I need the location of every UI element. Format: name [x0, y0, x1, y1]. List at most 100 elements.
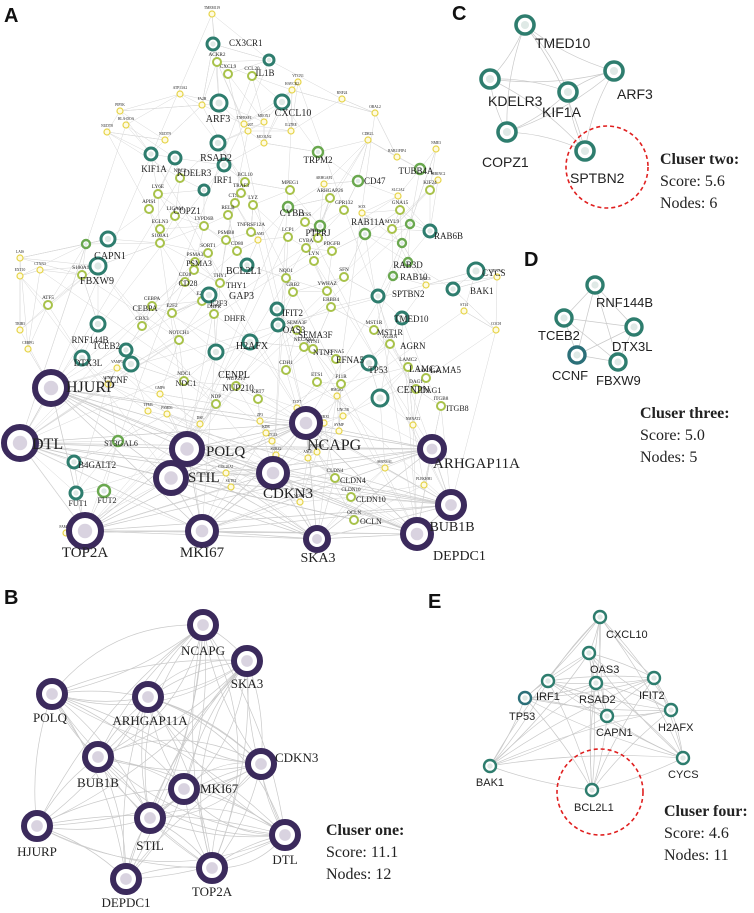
edge: [489, 680, 549, 767]
edge: [179, 142, 219, 179]
edge: [186, 448, 301, 503]
label-oas3: OAS3: [590, 664, 619, 676]
edge: [251, 75, 265, 123]
node-f11r: [336, 379, 346, 389]
edge: [350, 484, 425, 498]
edge: [316, 451, 355, 521]
edge: [97, 756, 286, 836]
node-vamp5: [113, 364, 121, 372]
label-sdc3: SDC3: [422, 277, 431, 281]
node-cenpn: [370, 388, 390, 408]
label-cd47: CD47: [364, 176, 386, 186]
node-pip5k: [116, 107, 124, 115]
label-rab3d: RAB3D: [393, 260, 423, 270]
edge: [401, 242, 427, 286]
label-sute2: SUTE2: [226, 479, 237, 483]
edge: [364, 233, 409, 263]
node-lais: [16, 254, 24, 262]
label-ntn1: NTN1: [306, 339, 320, 345]
node-thy1: [215, 278, 225, 288]
node-ext10: [16, 272, 24, 280]
edge: [547, 680, 672, 711]
label-krt7: KRT7: [252, 389, 265, 395]
edge: [401, 317, 427, 379]
label-cycs: CYCS: [668, 769, 699, 781]
edge: [125, 763, 262, 880]
node-arhgap11a: [417, 434, 447, 464]
edge: [268, 59, 343, 100]
edge: [186, 206, 289, 450]
edge: [285, 236, 289, 279]
node-ackr2: [212, 57, 222, 67]
edge: [159, 393, 217, 405]
edge: [547, 675, 655, 682]
label-lyz: LYZ: [248, 195, 258, 201]
node-ifit2: [646, 670, 662, 686]
edge: [149, 660, 248, 819]
node-rab11fip4: [393, 153, 401, 161]
label-vtcn1: VTCN1: [292, 74, 304, 78]
edge: [336, 395, 340, 432]
edge: [19, 195, 399, 444]
edge: [407, 366, 414, 426]
edge: [179, 93, 219, 144]
node-rab3d: [402, 256, 414, 268]
edge: [425, 276, 498, 286]
panel-d-letter: D: [524, 249, 538, 271]
edge: [19, 442, 274, 474]
edge: [106, 131, 166, 141]
label-sptbn2: SPTBN2: [570, 170, 625, 186]
label-cxcl10: CXCL10: [606, 629, 648, 641]
node-dtl: [1, 424, 39, 462]
label-psma3: PSMA3: [186, 259, 212, 268]
edge: [323, 422, 336, 479]
edge: [159, 225, 205, 230]
node-s100a1: [155, 238, 165, 248]
edge: [203, 225, 238, 252]
label-copz1: COPZ1: [173, 206, 201, 216]
edge: [51, 693, 286, 836]
edge: [506, 131, 586, 152]
node-ncapg: [187, 609, 219, 641]
edge: [119, 93, 181, 112]
edge: [591, 757, 684, 791]
node-sort1: [203, 248, 213, 258]
edge: [425, 329, 497, 379]
edge: [312, 348, 418, 535]
label-coch: COCH: [491, 322, 501, 326]
edge: [170, 343, 391, 479]
node-cdkn3: [256, 456, 290, 490]
edge: [489, 765, 593, 791]
edge: [144, 624, 204, 819]
edge: [292, 276, 345, 293]
edge: [299, 451, 318, 503]
label-il27re: IL27RE: [285, 123, 297, 127]
label-cd28: CD28: [179, 272, 192, 278]
label-lcp1: LCP1: [282, 227, 295, 233]
node-h2afx: [663, 702, 679, 718]
cluster-three-nodes: Nodes: 5: [640, 449, 697, 466]
edge: [151, 300, 203, 307]
edge: [183, 380, 237, 387]
label-zp3: ZP3: [257, 413, 263, 417]
edge: [397, 195, 431, 232]
label-stil: STIL: [136, 838, 164, 853]
label-gpr132: GPR132: [335, 200, 353, 206]
edge: [75, 383, 109, 494]
edge: [106, 110, 121, 133]
node-tpm3: [144, 407, 152, 415]
node-nudt9: [161, 136, 169, 144]
node-cldn10: [346, 492, 356, 502]
edge: [148, 157, 176, 210]
edge: [183, 380, 217, 405]
label-mcoln2: MCOLN2: [257, 135, 272, 139]
label-tp53: TP53: [368, 365, 388, 375]
node-rnf144b: [585, 275, 605, 295]
edge: [287, 197, 331, 208]
node-ano1: [304, 454, 312, 462]
edge: [216, 61, 249, 132]
node-ncapg: [289, 406, 323, 440]
